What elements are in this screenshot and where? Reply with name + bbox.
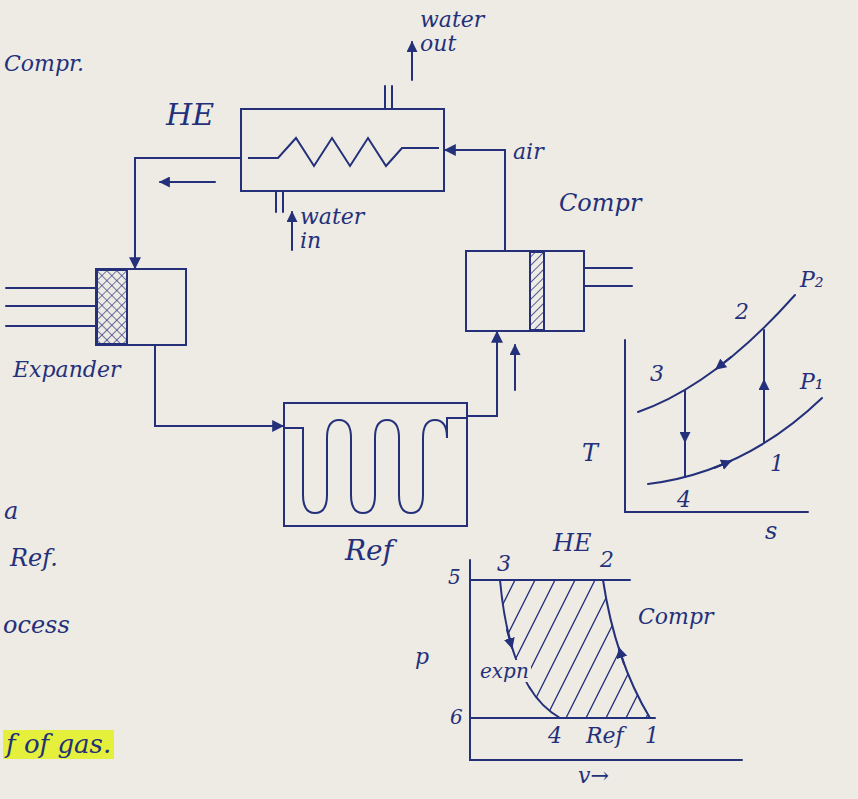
svg-line (460, 570, 540, 730)
pressure-line (470, 579, 630, 581)
axis-label: p (415, 645, 429, 669)
flow-connector (445, 150, 505, 250)
svg-line (420, 570, 500, 730)
svg-line (580, 570, 660, 730)
process-arrow (714, 461, 731, 468)
svg-line (500, 570, 580, 730)
svg-polyline (248, 138, 439, 166)
svg-line (640, 570, 720, 730)
flow-connector (135, 158, 240, 268)
flow-arrow (160, 181, 215, 183)
piston-rod (6, 325, 95, 327)
refrigerator-box: Ref (283, 402, 468, 527)
flow-note: water out (420, 8, 492, 56)
compressor-cylinder: Compr (465, 250, 585, 332)
process-arrow (619, 648, 624, 664)
process-label: HE (553, 530, 591, 556)
pressure-line (648, 398, 822, 484)
state-number: 5 (448, 566, 461, 588)
process-arrow (507, 630, 512, 648)
component-label: Compr (559, 190, 641, 216)
flow-arrow (514, 345, 516, 390)
pressure-line (470, 717, 655, 719)
water-pipe (384, 86, 386, 108)
pressure-label: P₂ (800, 268, 824, 292)
state-number: 1 (770, 452, 784, 476)
margin-note: a (4, 498, 18, 524)
state-number: 6 (450, 706, 463, 728)
component-label: Ref (345, 536, 393, 567)
shape-art (97, 270, 185, 344)
process-arrow (763, 380, 765, 400)
axis-label: s (765, 518, 777, 544)
flow-note: water in (300, 205, 372, 253)
piston-rod (585, 285, 632, 287)
expander-cylinder: Expander (95, 268, 187, 346)
piston-rod (6, 287, 95, 289)
piston-rod (585, 267, 632, 269)
water-pipe (282, 192, 284, 212)
state-number: 4 (677, 488, 691, 512)
flow-arrow (291, 212, 293, 250)
process-label: expn (478, 660, 531, 682)
svg-line (600, 570, 680, 730)
svg-line (520, 570, 600, 730)
pressure-label: P₁ (800, 370, 824, 394)
compression-curve (603, 580, 650, 718)
margin-note: Ref. (10, 545, 58, 571)
svg-line (480, 570, 560, 730)
process-line (763, 330, 765, 442)
process-line (684, 390, 686, 477)
ts-axes (625, 340, 808, 512)
work-hatching (420, 570, 720, 730)
pv-axes (470, 560, 742, 760)
flow-arrow (411, 42, 413, 80)
axis-label: T (582, 440, 598, 466)
process-arrow (684, 420, 686, 442)
svg-line (540, 570, 620, 730)
state-number: 3 (650, 362, 664, 386)
svg-line (560, 570, 640, 730)
axis-label: v→ (578, 764, 609, 788)
pressure-line (638, 295, 795, 412)
shape-art (467, 252, 583, 330)
water-pipe (391, 86, 393, 108)
svg-line (620, 570, 700, 730)
highlighted-note: f of gas. (3, 730, 114, 759)
svg-rect (530, 252, 544, 330)
shape-art (242, 110, 443, 190)
component-label: HE (166, 98, 214, 131)
svg-line (440, 570, 520, 730)
component-label: Expander (13, 358, 120, 382)
state-number: 2 (735, 300, 749, 324)
expansion-curve (500, 580, 560, 718)
edge-label: air (513, 140, 544, 164)
flow-connector (468, 332, 497, 416)
margin-note: Compr. (4, 52, 84, 76)
heat-exchanger: HE (240, 108, 445, 192)
process-label: Compr (636, 605, 716, 629)
water-pipe (275, 192, 277, 212)
svg-rect (97, 270, 127, 344)
process-arrow (716, 357, 731, 369)
state-number: 4 (548, 724, 562, 748)
margin-note: ocess (3, 612, 70, 638)
process-label: Ref (586, 724, 624, 748)
shape-art (285, 404, 466, 525)
state-number: 2 (600, 548, 614, 572)
state-number: 3 (497, 552, 511, 576)
svg-path (285, 418, 466, 513)
flow-connector (155, 346, 283, 426)
piston-rod (6, 305, 95, 307)
svg-g (6, 42, 822, 760)
state-number: 1 (645, 724, 659, 748)
